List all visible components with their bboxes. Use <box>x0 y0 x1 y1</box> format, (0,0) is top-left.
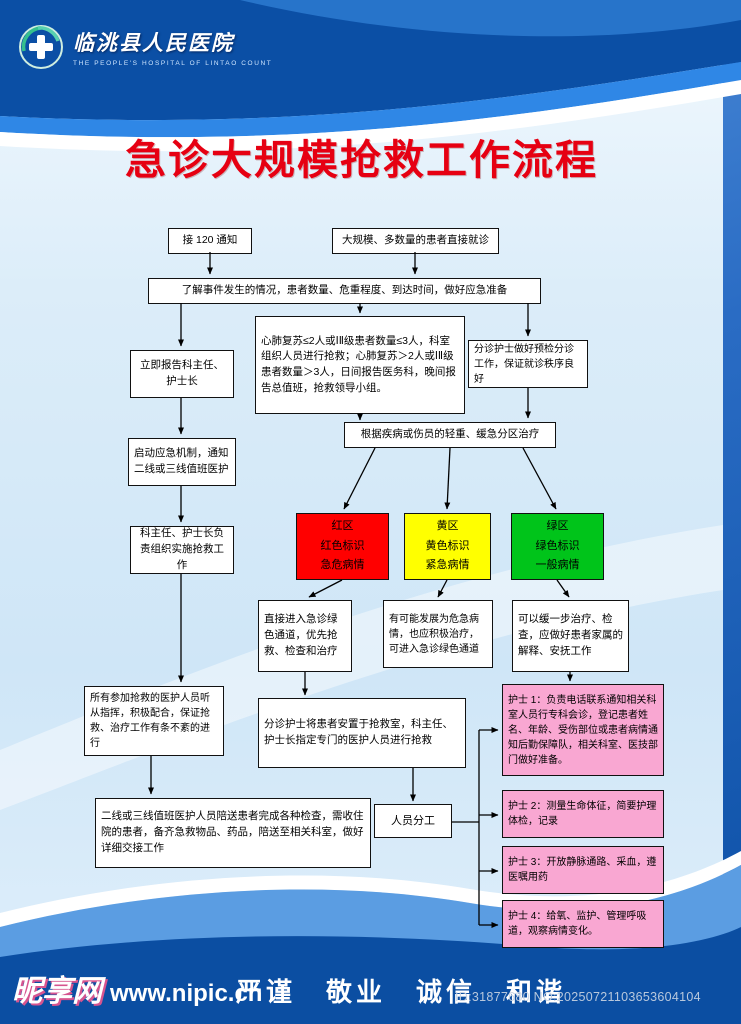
flow-node-assess: 了解事件发生的情况，患者数量、危重程度、到达时间，做好应急准备 <box>148 278 541 304</box>
flow-node-may-worsen: 有可能发展为危急病情，也应积极治疗，可进入急诊绿色通道 <box>383 600 493 668</box>
flow-node-activate: 启动应急机制，通知二线或三线值班医护 <box>128 438 236 486</box>
hospital-name-english: THE PEOPLE'S HOSPITAL OF LINTAO COUNT <box>73 60 273 67</box>
hospital-brand: 临洮县人民医院 THE PEOPLE'S HOSPITAL OF LINTAO … <box>18 24 272 70</box>
site-name: 昵享网 <box>12 975 102 1008</box>
hospital-cross-logo-icon <box>19 25 63 69</box>
flow-node-organize: 科主任、护士长负责组织实施抢救工作 <box>130 526 234 574</box>
flow-node-cpr-rule: 心肺复苏≤2人或ⅠⅡ级患者数量≤3人，科室组织人员进行抢救；心肺复苏＞2人或ⅠⅡ… <box>255 316 465 414</box>
footer-brand: 昵享网 www.nipic.cn <box>12 966 262 1010</box>
flow-node-green-zone: 绿区 绿色标识 一般病情 <box>511 513 604 580</box>
header-wave-decoration <box>0 0 741 152</box>
watermark-id: ID:31877680 NO:20250721103653604104 <box>455 990 701 1004</box>
flow-node-nurse4: 护士 4：给氧、监护、管理呼吸道，观察病情变化。 <box>502 900 664 948</box>
flow-node-red-zone: 红区 红色标识 急危病情 <box>296 513 389 580</box>
flow-node-green-channel: 直接进入急诊绿色通道，优先抢救、检查和治疗 <box>258 600 352 672</box>
hospital-name: 临洮县人民医院 <box>73 32 234 55</box>
flow-node-obey-command: 所有参加抢救的医护人员听从指挥，积极配合，保证抢救、治疗工作有条不紊的进行 <box>84 686 224 756</box>
flow-node-can-wait: 可以缓一步治疗、检查，应做好患者家属的解释、安抚工作 <box>512 600 629 672</box>
flow-node-triage: 分诊护士做好预检分诊工作，保证就诊秩序良好 <box>468 340 588 388</box>
flow-node-yellow-zone: 黄区 黄色标识 紧急病情 <box>404 513 491 580</box>
flow-node-receive-120: 接 120 通知 <box>168 228 252 254</box>
flow-node-zone-split: 根据疾病或伤员的轻重、缓急分区治疗 <box>344 422 556 448</box>
footer-wave-decoration <box>0 851 741 1024</box>
flow-node-nurse1: 护士 1：负责电话联系通知相关科室人员行专科会诊，登记患者姓名、年龄、受伤部位或… <box>502 684 664 776</box>
site-url: www.nipic.cn <box>110 980 263 1007</box>
flow-node-nurse2: 护士 2：测量生命体征，简要护理体检，记录 <box>502 790 664 838</box>
flow-node-report-leaders: 立即报告科主任、护士长 <box>130 350 234 398</box>
hospital-name-block: 临洮县人民医院 THE PEOPLE'S HOSPITAL OF LINTAO … <box>73 27 272 67</box>
page-title: 急诊大规模抢救工作流程 <box>125 137 598 183</box>
flow-node-nurse3: 护士 3：开放静脉通路、采血，遵医嘱用药 <box>502 846 664 894</box>
flow-node-direct-visit: 大规模、多数量的患者直接就诊 <box>332 228 499 254</box>
flow-node-division: 人员分工 <box>374 804 452 838</box>
flow-node-escort: 二线或三线值班医护人员陪送患者完成各种检查，需收住院的患者，备齐急救物品、药品，… <box>95 798 371 868</box>
footer-motto: 严谨 敬业 诚信 和谐 <box>236 977 567 1007</box>
flow-node-rescue-room: 分诊护士将患者安置于抢救室，科主任、护士长指定专门的医护人员进行抢救 <box>258 698 466 768</box>
